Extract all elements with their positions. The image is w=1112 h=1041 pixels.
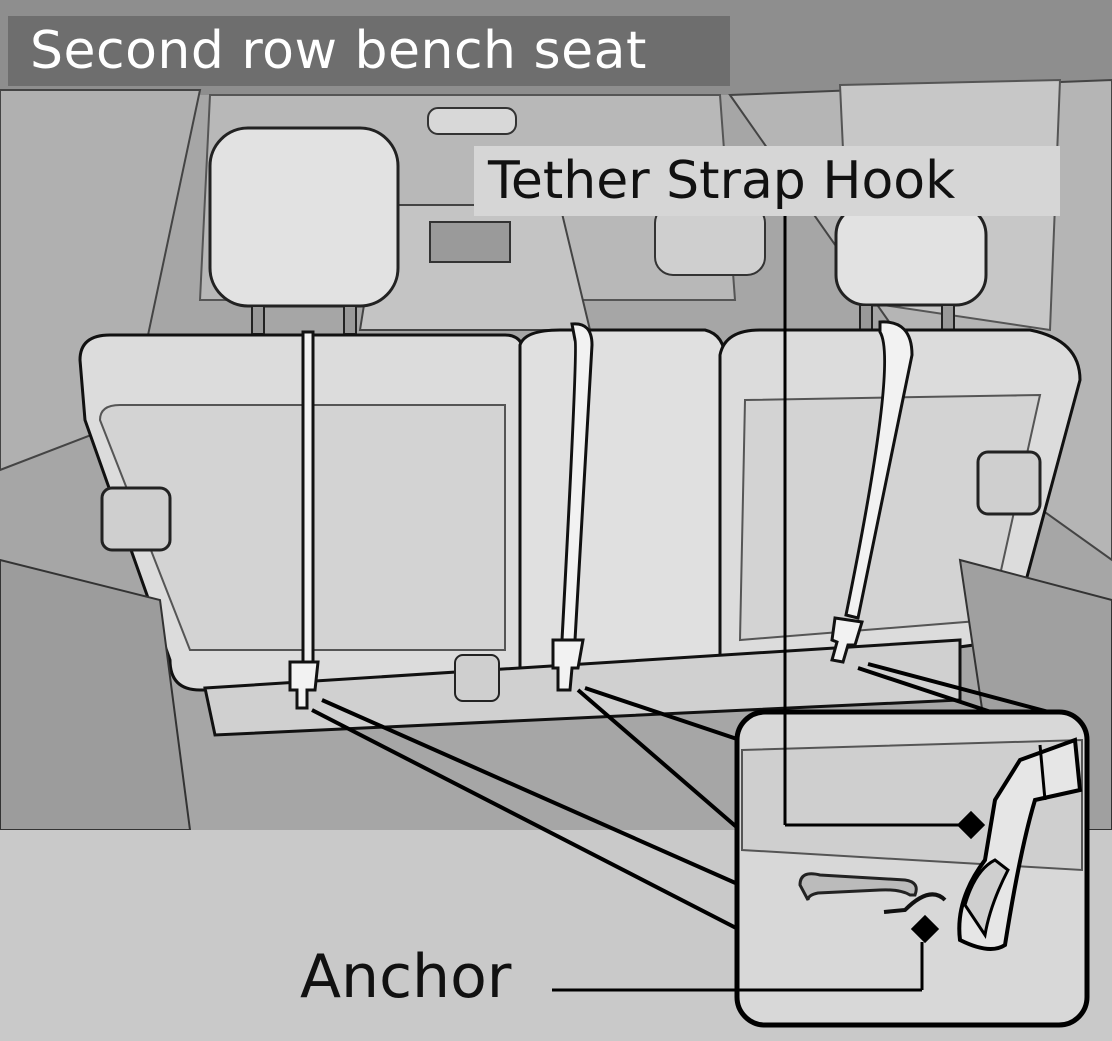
tether-strap-center xyxy=(560,322,594,642)
tether-hook-right xyxy=(830,616,864,664)
anchor-label: Anchor xyxy=(300,942,512,1012)
headrest-right xyxy=(834,203,988,307)
tether-hook-left xyxy=(288,660,320,710)
leader-line-right-bottom xyxy=(857,666,1001,717)
rearview-mirror xyxy=(427,107,517,135)
tether-strap-left xyxy=(301,330,315,665)
headrest-post-left-1 xyxy=(251,305,265,335)
tether-strap-hook-label: Tether Strap Hook xyxy=(474,146,1060,216)
leader-line-left-top xyxy=(321,698,741,887)
headrest-post-right-2 xyxy=(941,304,955,332)
headrest-post-left-2 xyxy=(343,305,357,335)
anchor-callout-marker xyxy=(910,914,940,944)
dash-screen xyxy=(429,221,511,263)
leader-line-left-bottom xyxy=(311,708,741,932)
inset-anchor-wire xyxy=(883,892,947,914)
tether-strap-right xyxy=(844,320,914,620)
tether-hook-callout-marker xyxy=(956,810,986,840)
inset-hook-tongue xyxy=(963,858,1010,939)
headrest-post-right-1 xyxy=(859,304,873,332)
headrest-left xyxy=(208,126,400,308)
center-clip xyxy=(454,654,500,702)
inset-anchor-bar xyxy=(798,872,918,901)
leader-line-center-bottom xyxy=(576,688,742,832)
seat-latch-right xyxy=(976,450,1042,516)
seat-latch-left xyxy=(100,486,172,552)
tether-hook-center xyxy=(551,638,585,692)
diagram-title: Second row bench seat xyxy=(8,16,730,86)
seatback-center xyxy=(518,328,727,692)
inset-strap-line xyxy=(1038,744,1047,801)
leader-line-center-top xyxy=(584,686,741,742)
leader-line-right-top xyxy=(867,662,1061,717)
